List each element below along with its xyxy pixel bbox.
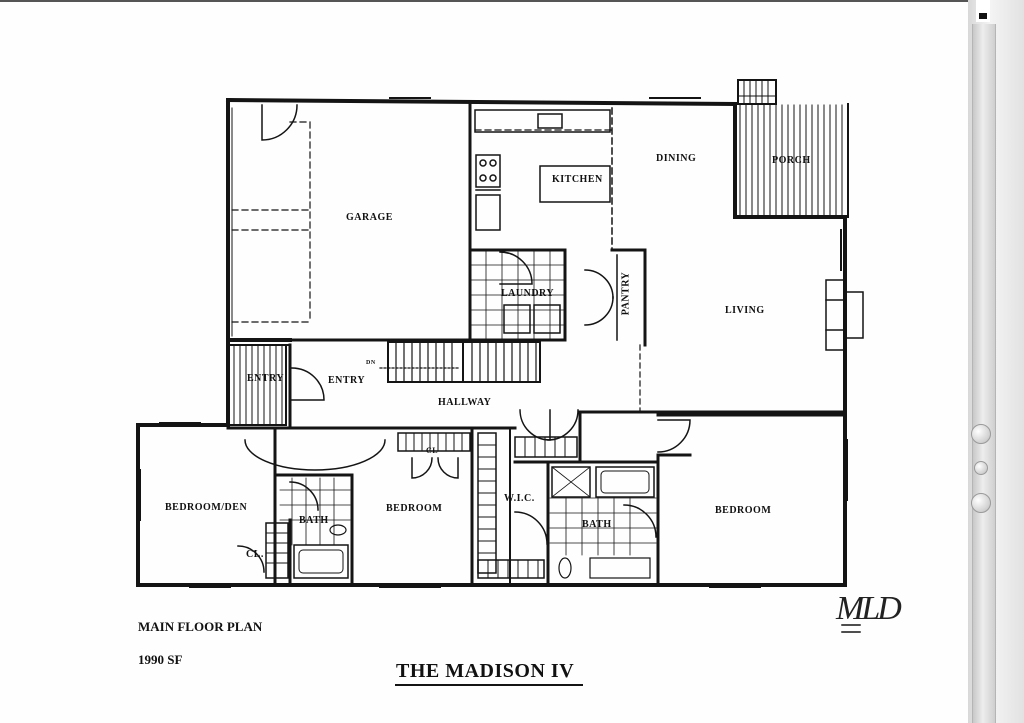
designer-signature: MLD (836, 590, 902, 627)
label-bedroom-den: BEDROOM/DEN (165, 502, 248, 513)
scroll-up-icon[interactable] (979, 13, 987, 19)
entry-deck (227, 344, 287, 426)
bath-left-tile (279, 477, 351, 579)
windows (139, 97, 848, 588)
garage-details (231, 121, 613, 323)
hallway-openings (299, 344, 641, 429)
label-stair-down: DN (366, 360, 376, 366)
label-entry-outer: ENTRY (247, 373, 285, 384)
scroll-knob-icon[interactable] (971, 424, 991, 444)
bath-master-tile (549, 466, 657, 579)
label-wic: W.I.C. (504, 493, 535, 504)
scroll-knob-small-icon[interactable] (974, 461, 988, 475)
porch-deck (737, 79, 843, 216)
scroll-knob-lower-icon[interactable] (971, 493, 991, 513)
label-hallway: HALLWAY (438, 397, 492, 408)
label-kitchen: KITCHEN (552, 174, 603, 185)
label-garage: GARAGE (346, 212, 393, 223)
plan-title: MAIN FLOOR PLAN (138, 619, 263, 634)
label-closet-mid: CL (426, 446, 439, 455)
designer-mark (841, 624, 861, 633)
kitchen-fixtures (474, 109, 611, 231)
page-edge (0, 0, 968, 2)
label-porch: PORCH (772, 155, 811, 166)
plan-area: 1990 SF (138, 652, 183, 667)
interior-walls (226, 102, 847, 587)
staircase (379, 341, 541, 383)
label-laundry: LAUNDRY (501, 288, 555, 299)
exterior-walls (136, 97, 849, 587)
label-bath-master: BATH (582, 519, 612, 530)
closet-shelving (265, 432, 578, 579)
plan-name: THE MADISON IV (396, 660, 575, 682)
laundry-tile (469, 249, 566, 341)
label-bath-left: BATH (299, 515, 329, 526)
label-pantry: PANTRY (620, 271, 632, 316)
label-living: LIVING (725, 305, 765, 316)
scrollbar-thumb[interactable] (972, 24, 996, 723)
label-bedroom-mid: BEDROOM (386, 503, 443, 514)
label-closet: CL. (246, 549, 264, 560)
fireplace (825, 279, 864, 351)
label-entry-inner: ENTRY (328, 375, 366, 386)
floor-plan-drawing (136, 79, 864, 686)
label-bedroom-right: BEDROOM (715, 505, 772, 516)
label-dining: DINING (656, 153, 697, 164)
door-swings (237, 104, 691, 573)
document-page (0, 0, 968, 723)
